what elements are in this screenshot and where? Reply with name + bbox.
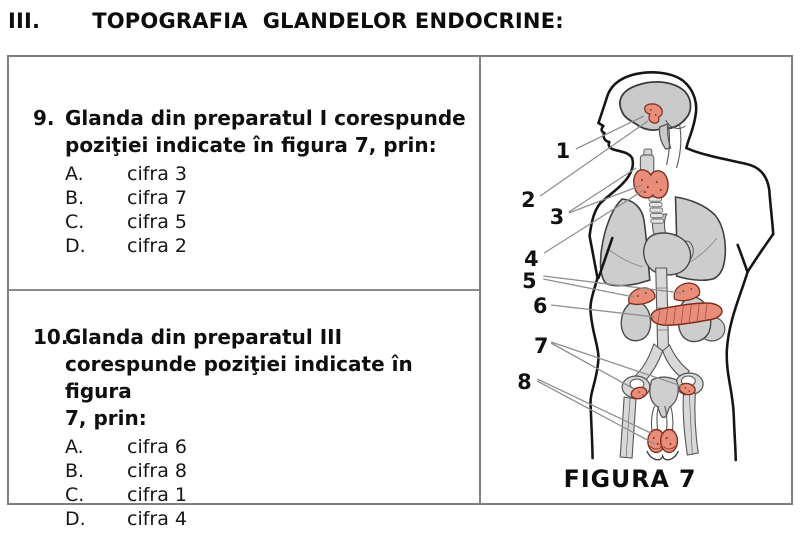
- option-c: C. cifra 5: [65, 210, 473, 234]
- question-line: Glanda din preparatul I corespunde: [65, 106, 466, 130]
- left-ovary: [630, 386, 648, 400]
- leader-8-testes: [536, 378, 656, 445]
- figure-label-8: 8: [517, 370, 531, 394]
- figure-7: 1 2 3 4 5 6 7 8 FIGURA 7: [481, 57, 791, 503]
- question-9: 9. Glanda din preparatul I corespunde po…: [9, 57, 479, 289]
- left-adrenal: [628, 287, 656, 305]
- leg-vessels: [619, 392, 699, 459]
- figure-label-4: 4: [524, 247, 538, 271]
- option-letter: C.: [65, 211, 85, 233]
- option-text: cifra 7: [127, 187, 187, 209]
- ovaries: [630, 382, 696, 400]
- pituitary-gland: [644, 103, 663, 124]
- figure-label-7: 7: [534, 334, 548, 358]
- figure-label-6: 6: [533, 294, 547, 318]
- trachea: [648, 196, 665, 224]
- option-text: cifra 1: [127, 484, 187, 506]
- heart: [643, 232, 692, 276]
- question-number: 9.: [33, 106, 55, 130]
- option-text: cifra 8: [127, 460, 187, 482]
- pancreas-gland: [650, 302, 723, 326]
- question-line: 7, prin:: [65, 406, 147, 430]
- leader-lines: [536, 115, 682, 445]
- question-9-text: 9. Glanda din preparatul I corespunde po…: [33, 105, 473, 159]
- figure-labels: 1 2 3 4 5 6 7 8: [517, 139, 570, 394]
- option-letter: B.: [65, 187, 85, 209]
- option-text: cifra 3: [127, 163, 187, 185]
- cerebellum-line: [665, 119, 686, 129]
- section-numeral: III.: [8, 9, 41, 33]
- option-text: cifra 2: [127, 235, 187, 257]
- question-number: 10.: [33, 325, 69, 349]
- leader-5-adrenals: [543, 275, 682, 298]
- option-text: cifra 4: [127, 508, 187, 530]
- adrenal-glands: [628, 282, 701, 305]
- neck-chest-left: [588, 156, 635, 238]
- question-line: poziţiei indicate în figura 7, prin:: [65, 133, 437, 157]
- leader-7-ovaries: [550, 341, 682, 390]
- option-letter: D.: [65, 235, 86, 257]
- option-d: D. cifra 2: [65, 234, 473, 258]
- shoulder-right: [685, 146, 775, 236]
- right-ovary: [678, 382, 696, 396]
- question-10-text: 10. Glanda din preparatul III corespunde…: [33, 324, 473, 432]
- figure-label-2: 2: [521, 188, 535, 212]
- question-10-options: A. cifra 6 B. cifra 8 C. cifra 1 D. cifr…: [65, 435, 473, 531]
- right-adrenal: [673, 282, 701, 302]
- option-letter: D.: [65, 508, 86, 530]
- torso-side-right: [725, 270, 749, 462]
- option-letter: A.: [65, 436, 84, 458]
- option-text: cifra 6: [127, 436, 187, 458]
- figure-label-5: 5: [522, 269, 536, 293]
- quiz-table: 9. Glanda din preparatul I corespunde po…: [7, 55, 793, 530]
- question-9-options: A. cifra 3 B. cifra 7 C. cifra 5 D. cifr…: [65, 162, 473, 258]
- row-divider: [9, 289, 479, 291]
- option-c: C. cifra 1: [65, 483, 473, 507]
- head-profile: [597, 71, 698, 150]
- armpit-right: [736, 232, 775, 274]
- leader-1-pituitary: [575, 115, 645, 150]
- leader-3-larynx: [568, 167, 643, 214]
- option-d: D. cifra 4: [65, 507, 473, 531]
- lungs: [599, 196, 727, 287]
- right-iliac: [662, 344, 691, 380]
- option-text: cifra 5: [127, 211, 187, 233]
- option-letter: C.: [65, 484, 85, 506]
- endocrine-figure: 1 2 3 4 5 6 7 8 FIGURA 7: [517, 71, 775, 493]
- question-line: Glanda din preparatul III: [65, 325, 343, 349]
- section-title: TOPOGRAFIA GLANDELOR ENDOCRINE:: [92, 9, 564, 33]
- option-letter: B.: [65, 460, 85, 482]
- option-b: B. cifra 8: [65, 459, 473, 483]
- option-b: B. cifra 7: [65, 186, 473, 210]
- question-line: corespunde poziţiei indicate în figura: [65, 352, 413, 403]
- face-chin: [597, 121, 634, 160]
- column-divider: [479, 57, 481, 503]
- armpit-left: [588, 234, 614, 280]
- question-10: 10. Glanda din preparatul III corespunde…: [9, 291, 479, 530]
- leader-2-pituitary: [539, 120, 649, 197]
- figure-label-3: 3: [550, 205, 564, 229]
- option-a: A. cifra 3: [65, 162, 473, 186]
- leader-6-pancreas: [551, 304, 655, 318]
- option-a: A. cifra 6: [65, 435, 473, 459]
- leader-4-thyroid: [543, 189, 645, 254]
- neck-spine: [666, 123, 682, 169]
- option-letter: A.: [65, 163, 84, 185]
- left-kidney: [620, 300, 652, 342]
- figure-label-1: 1: [556, 139, 570, 163]
- figure-caption: FIGURA 7: [564, 465, 697, 493]
- page-title: III. TOPOGRAFIA GLANDELOR ENDOCRINE:: [8, 9, 564, 33]
